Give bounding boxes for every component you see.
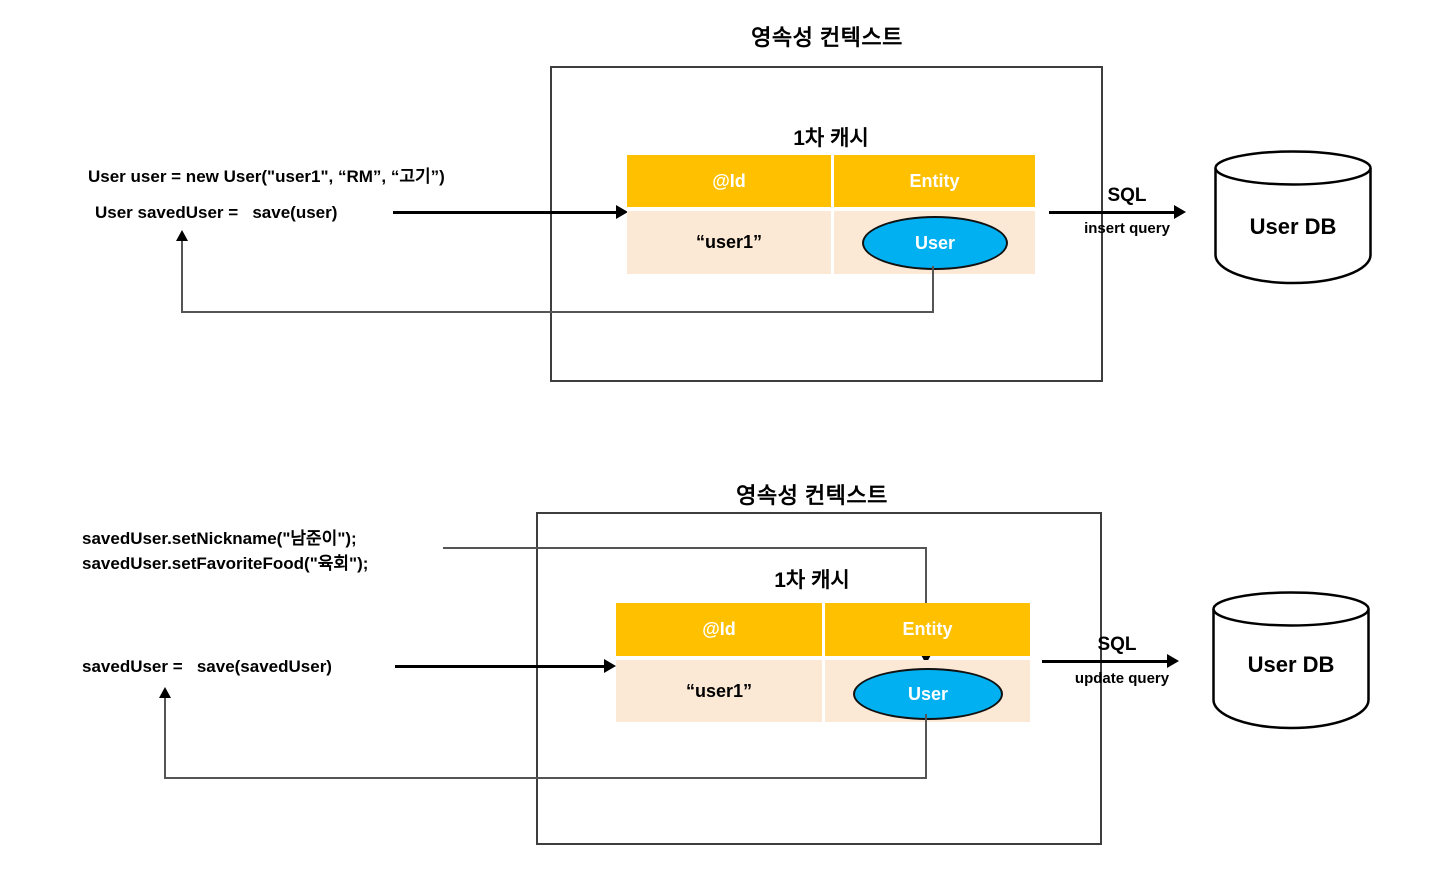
sql-flow-arrow-line: [1042, 660, 1169, 663]
sql-flow-arrowhead-icon: [1167, 654, 1179, 668]
cache-table-header-row: @Id Entity: [627, 155, 1035, 207]
code-save-user: User savedUser = save(user): [95, 203, 338, 222]
code-set-nickname: savedUser.setNickname("남준이");: [82, 529, 357, 548]
sql-label: SQL: [1107, 185, 1147, 206]
sql-label: SQL: [1097, 634, 1137, 655]
setter-connector-segment: [925, 547, 927, 655]
return-path-segment: [181, 311, 934, 313]
return-path-segment: [181, 241, 183, 312]
id-header-cell: @Id: [616, 603, 822, 656]
id-header-cell: @Id: [627, 155, 831, 207]
return-path-segment: [164, 777, 927, 779]
id-value-cell: “user1”: [616, 660, 822, 722]
code-set-favorite-food: savedUser.setFavoriteFood("육회");: [82, 554, 369, 573]
return-path-segment: [932, 266, 934, 312]
code-save-saved-user: savedUser = save(savedUser): [82, 657, 332, 676]
sql-flow-arrowhead-icon: [1174, 205, 1186, 219]
db-label: User DB: [1249, 214, 1337, 239]
sql-query-label: update query: [1074, 670, 1170, 687]
database-cylinder-icon: [1211, 590, 1371, 730]
save-flow-arrowhead-icon: [616, 205, 628, 219]
setter-connector-arrowhead-icon: [920, 653, 932, 664]
cache-table: @Id Entity “user1”: [616, 603, 1030, 722]
persistence-context-title: 영속성 컨텍스트: [736, 483, 888, 508]
return-arrowhead-icon: [159, 687, 171, 698]
code-new-user: User user = new User("user1", “RM”, “고기”…: [88, 167, 445, 186]
first-level-cache-title: 1차 캐시: [774, 569, 850, 592]
entity-header-cell: Entity: [825, 603, 1030, 656]
entity-header-cell: Entity: [834, 155, 1035, 207]
persistence-context-box: [536, 512, 1102, 845]
setter-connector-segment: [443, 547, 926, 549]
return-arrowhead-icon: [176, 230, 188, 241]
database-cylinder-icon: [1213, 149, 1373, 285]
persistence-context-box: [550, 66, 1103, 382]
persistence-context-title: 영속성 컨텍스트: [751, 25, 903, 50]
return-path-segment: [164, 698, 166, 778]
sql-query-label: insert query: [1084, 220, 1170, 237]
entity-oval: User: [853, 668, 1003, 720]
save-flow-arrow-line: [395, 665, 606, 668]
id-value-cell: “user1”: [627, 211, 831, 274]
cache-table-header-row: @Id Entity: [616, 603, 1030, 656]
return-path-segment: [925, 714, 927, 778]
entity-oval: User: [862, 216, 1008, 270]
db-label: User DB: [1247, 652, 1335, 677]
save-flow-arrow-line: [393, 211, 618, 214]
first-level-cache-title: 1차 캐시: [793, 127, 869, 150]
save-flow-arrowhead-icon: [604, 659, 616, 673]
sql-flow-arrow-line: [1049, 211, 1176, 214]
